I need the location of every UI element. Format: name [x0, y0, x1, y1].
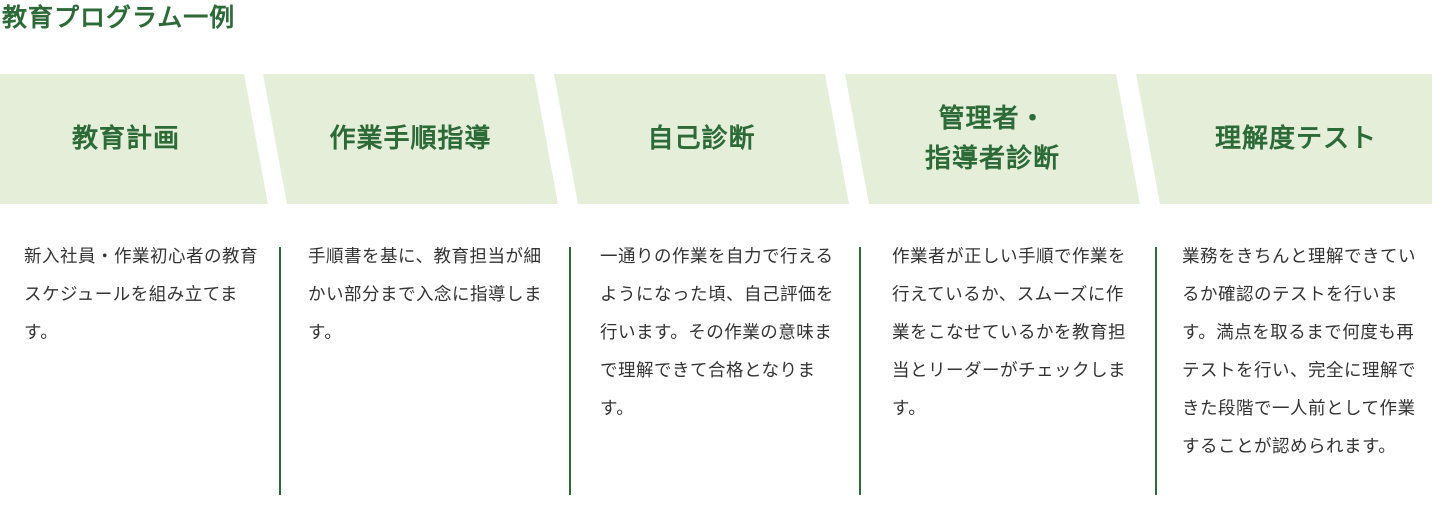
step-description-manager-assessment: 作業者が正しい手順で作業を行えているか、スムーズに作業をこなせているかを教育担当… [892, 247, 1126, 419]
step-label: 作業手順指導 [329, 124, 492, 154]
step-self-assessment: 自己診断 [554, 74, 849, 204]
step-description-education-plan: 新入社員・作業初心者の教育スケジュールを組み立てます。 [24, 247, 258, 343]
column-divider [1155, 247, 1157, 495]
step-description-self-assessment: 一通りの作業を自力で行えるようになった頃、自己評価を行います。その作業の意味まで… [600, 247, 834, 419]
step-procedure-guidance: 作業手順指導 [263, 74, 558, 204]
step-label: 自己診断 [647, 124, 756, 154]
step-education-plan: 教育計画 [0, 74, 268, 204]
step-label: 教育計画 [71, 124, 180, 154]
step-label: 理解度テスト [1214, 124, 1377, 154]
step-comprehension-test: 理解度テスト [1136, 74, 1432, 204]
step-label: 管理者・ 指導者診断 [924, 104, 1060, 174]
column-divider [859, 247, 861, 495]
step-description-procedure-guidance: 手順書を基に、教育担当が細かい部分まで入念に指導します。 [308, 247, 542, 343]
step-description-comprehension-test: 業務をきちんと理解できているか確認のテストを行います。満点を取るまで何度も再テス… [1182, 247, 1416, 457]
page-title: 教育プログラム一例 [2, 3, 236, 32]
program-steps-band: 教育計画 作業手順指導 自己診断 管理者・ 指導者診断 理解度テスト [0, 74, 1432, 204]
step-manager-assessment: 管理者・ 指導者診断 [845, 74, 1140, 204]
column-divider [569, 247, 571, 495]
column-divider [279, 247, 281, 495]
